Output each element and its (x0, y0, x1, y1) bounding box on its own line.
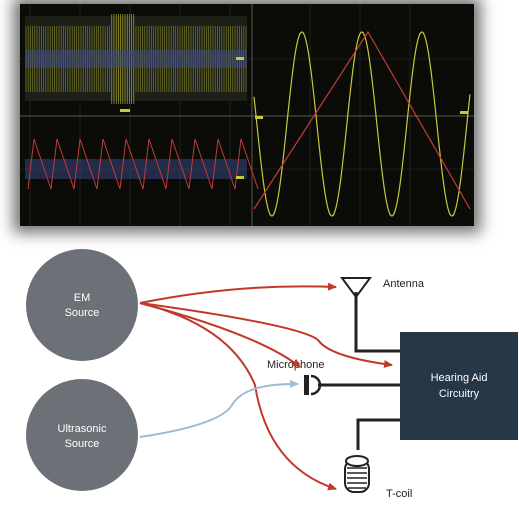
em-source-label-2: Source (65, 307, 100, 319)
scope-marker (120, 109, 130, 112)
scope-marker (255, 116, 263, 119)
left-sawtooth-trace (27, 138, 259, 190)
ultrasonic-source-label-2: Source (65, 438, 100, 450)
tcoil-wire (356, 418, 400, 450)
em-to-microphone-arrow (139, 302, 301, 368)
oscilloscope-display (20, 4, 474, 226)
circuitry-label-1: Hearing Aid (431, 372, 488, 384)
ultrasonic-source: Ultrasonic Source (26, 379, 138, 491)
antenna-label: Antenna (383, 278, 425, 290)
em-arrows (139, 282, 393, 491)
em-source: EM Source (26, 249, 138, 361)
scope-marker (460, 111, 468, 114)
em-to-tcoil-arrow (139, 302, 337, 491)
em-source-label-1: EM (74, 292, 91, 304)
microphone-label: Microphone (267, 359, 324, 371)
em-to-antenna-arrow (139, 282, 337, 304)
scope-marker (236, 176, 244, 179)
antenna-wire (354, 292, 400, 353)
top-blue-band (25, 50, 247, 68)
hearing-aid-circuitry: Hearing Aid Circuitry (400, 332, 518, 440)
em-to-circuitry-arrow (139, 302, 393, 368)
right-sine-trace (253, 31, 471, 217)
signal-path-diagram: EM Source Ultrasonic Source Hearing Aid … (26, 249, 518, 500)
circuitry-label-2: Circuitry (439, 388, 480, 400)
tcoil-label: T-coil (386, 488, 412, 500)
tcoil-icon (344, 455, 370, 493)
scope-marker (236, 57, 244, 60)
microphone-icon (304, 374, 322, 396)
oscilloscope-screenshot (20, 4, 474, 226)
ultrasonic-source-label-1: Ultrasonic (58, 423, 107, 435)
circuit-wires (318, 292, 400, 450)
antenna-icon (340, 277, 372, 299)
ultrasonic-to-microphone-arrow (139, 379, 299, 438)
right-envelope-trace (253, 30, 471, 210)
